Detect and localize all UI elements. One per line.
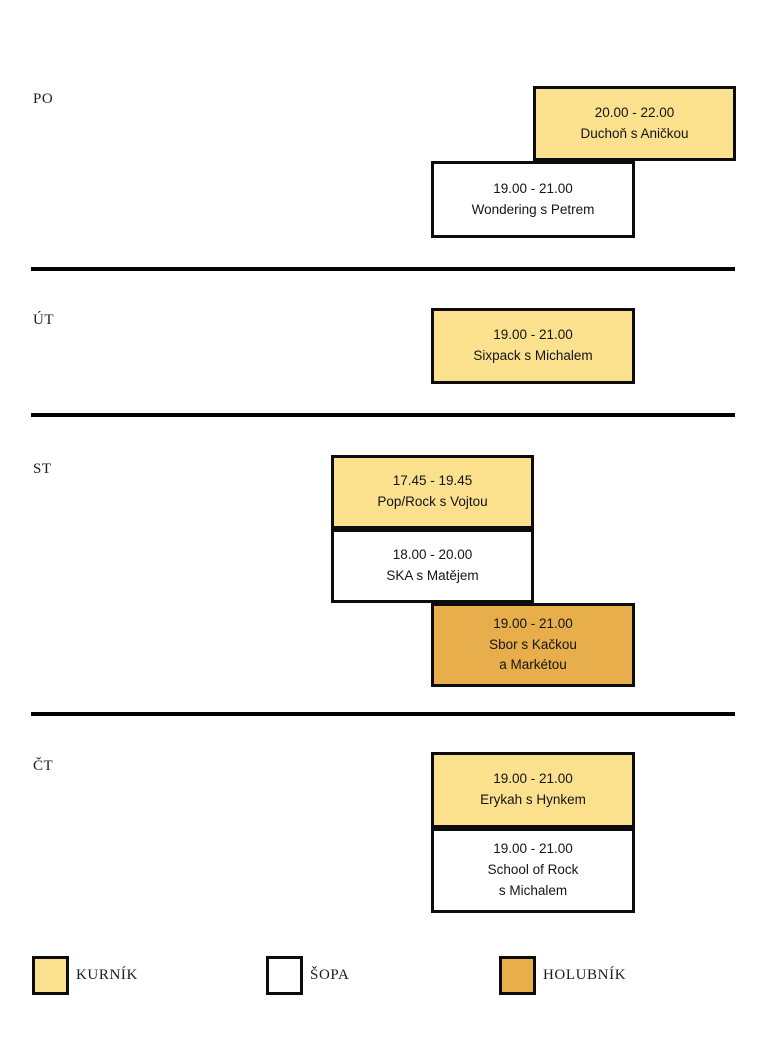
day-label-po: PO	[33, 91, 54, 107]
event-block[interactable]: 19.00 - 21.00 School of Rock s Michalem	[431, 828, 635, 913]
day-separator	[31, 712, 735, 716]
legend-item-holubnik: HOLUBNÍK	[499, 956, 626, 995]
event-block[interactable]: 19.00 - 21.00 Erykah s Hynkem	[431, 752, 635, 828]
legend-swatch-kurnik	[32, 956, 69, 995]
event-title: Duchoň s Aničkou	[580, 125, 689, 141]
event-block[interactable]: 19.00 - 21.00 Sbor s Kačkou a Markétou	[431, 603, 635, 687]
event-block[interactable]: 18.00 - 20.00 SKA s Matějem	[331, 529, 534, 603]
day-label-ut: ÚT	[33, 312, 54, 328]
legend-label-sopa: ŠOPA	[310, 967, 350, 983]
event-time: 19.00 - 21.00	[493, 615, 573, 631]
event-time: 19.00 - 21.00	[493, 841, 573, 857]
event-block[interactable]: 20.00 - 22.00 Duchoň s Aničkou	[533, 86, 736, 161]
event-time: 19.00 - 21.00	[493, 180, 573, 196]
day-separator	[31, 413, 735, 417]
event-title: Sixpack s Michalem	[473, 348, 593, 363]
event-time: 17.45 - 19.45	[392, 473, 473, 489]
event-block[interactable]: 19.00 - 21.00 Wondering s Petrem	[431, 161, 635, 238]
event-title: Sbor s Kačkou a Markétou	[489, 636, 577, 673]
event-time: 18.00 - 20.00	[392, 547, 473, 563]
event-title: Pop/Rock s Vojtou	[377, 494, 488, 509]
day-label-st: ST	[33, 461, 52, 477]
event-time: 19.00 - 21.00	[493, 771, 573, 787]
event-title: Erykah s Hynkem	[480, 792, 586, 807]
event-block[interactable]: 17.45 - 19.45 Pop/Rock s Vojtou	[331, 455, 534, 529]
event-time: 19.00 - 21.00	[493, 327, 573, 343]
legend-item-kurnik: KURNÍK	[32, 956, 138, 995]
legend-item-sopa: ŠOPA	[266, 956, 349, 995]
legend-swatch-sopa	[266, 956, 303, 995]
event-block[interactable]: 19.00 - 21.00 Sixpack s Michalem	[431, 308, 635, 384]
legend-label-kurnik: KURNÍK	[76, 967, 138, 983]
legend-label-holubnik: HOLUBNÍK	[543, 967, 627, 983]
event-time: 20.00 - 22.00	[594, 104, 675, 120]
legend-swatch-holubnik	[499, 956, 536, 995]
event-title: Wondering s Petrem	[471, 201, 595, 217]
event-title: School of Rock s Michalem	[487, 862, 579, 898]
event-title: SKA s Matějem	[386, 568, 479, 583]
day-separator	[31, 267, 735, 271]
day-label-ct: ČT	[33, 758, 54, 774]
